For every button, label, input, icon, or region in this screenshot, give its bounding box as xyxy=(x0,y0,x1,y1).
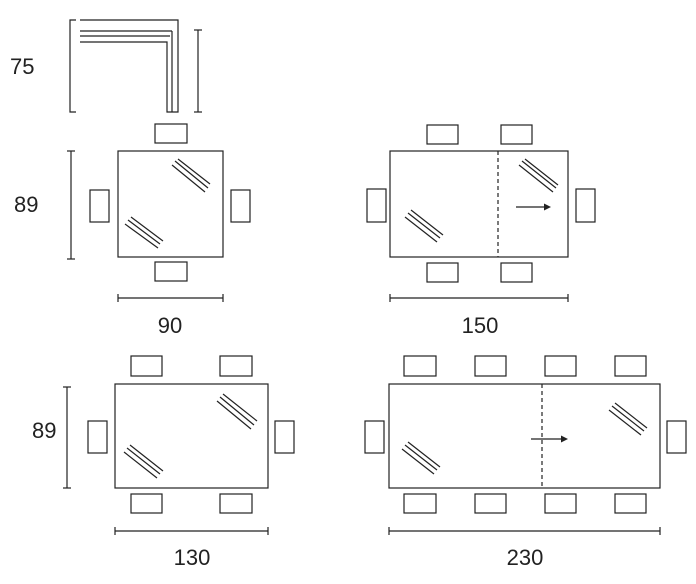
table-150: 150 xyxy=(366,124,596,338)
width-label: 130 xyxy=(174,545,211,570)
extension-arrow-icon xyxy=(516,203,551,211)
table-top xyxy=(389,150,569,258)
chair xyxy=(474,493,507,514)
chair xyxy=(130,355,163,377)
width-label: 230 xyxy=(507,545,544,570)
table-90: 89 90 xyxy=(14,123,251,338)
table-top xyxy=(114,383,269,489)
side-view: 75 xyxy=(10,19,202,113)
side-view-bracket xyxy=(69,19,76,113)
chair xyxy=(426,124,459,145)
chair xyxy=(130,493,163,514)
depth-label: 89 xyxy=(14,192,38,217)
chair xyxy=(614,493,647,514)
glass-reflection-icon xyxy=(216,393,258,430)
table-top xyxy=(388,383,661,489)
chair xyxy=(366,188,387,223)
chair xyxy=(544,493,577,514)
width-label: 90 xyxy=(158,313,182,338)
chair xyxy=(403,493,437,514)
height-label: 75 xyxy=(10,54,34,79)
chair xyxy=(219,355,253,377)
chair xyxy=(87,420,108,454)
table-top xyxy=(117,150,224,258)
chair xyxy=(500,124,533,145)
glass-reflection-icon xyxy=(518,158,559,193)
glass-reflection-icon xyxy=(608,402,648,436)
chair xyxy=(426,262,459,283)
glass-reflection-icon xyxy=(171,158,211,193)
table-130: 89 130 xyxy=(32,355,295,570)
chair xyxy=(154,123,188,144)
chair xyxy=(614,355,647,377)
chair xyxy=(89,189,110,223)
chair xyxy=(230,189,251,223)
chair xyxy=(364,420,385,454)
glass-reflection-icon xyxy=(404,209,444,243)
glass-reflection-icon xyxy=(124,216,164,249)
depth-label: 89 xyxy=(32,418,56,443)
side-view-outline xyxy=(80,19,179,113)
chair xyxy=(274,420,295,454)
chair xyxy=(474,355,507,377)
width-label: 150 xyxy=(462,313,499,338)
chair xyxy=(544,355,577,377)
extension-arrow-icon xyxy=(531,435,568,443)
glass-reflection-icon xyxy=(401,441,441,475)
chair xyxy=(575,188,596,223)
chair xyxy=(219,493,253,514)
chair xyxy=(500,262,533,283)
glass-reflection-icon xyxy=(123,444,164,479)
chair xyxy=(154,261,188,282)
chair xyxy=(666,420,687,454)
chair xyxy=(403,355,437,377)
table-230: 230 xyxy=(364,355,687,570)
